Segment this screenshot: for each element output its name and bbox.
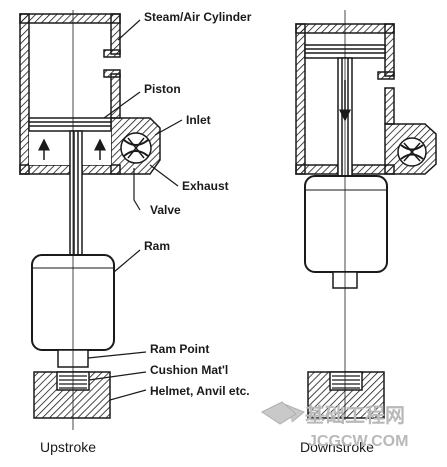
downstroke-assembly	[295, 10, 437, 420]
upstroke-piston-rod	[69, 130, 83, 256]
upstroke-pressure-arrows	[38, 138, 106, 160]
label-ram-point: Ram Point	[150, 342, 209, 356]
caption-upstroke: Upstroke	[40, 439, 96, 455]
upstroke-assembly	[19, 10, 161, 430]
label-inlet: Inlet	[186, 113, 211, 127]
label-ram: Ram	[144, 239, 170, 253]
label-cushion: Cushion Mat'l	[150, 363, 228, 377]
watermark-domain: JCGCW.COM	[308, 433, 408, 450]
downstroke-cushion	[329, 371, 363, 391]
labels: Steam/Air Cylinder Piston Inlet Exhaust …	[144, 10, 252, 398]
watermark-logo	[261, 401, 305, 425]
label-helmet: Helmet, Anvil etc.	[150, 384, 250, 398]
leader-lines	[87, 19, 183, 401]
label-exhaust: Exhaust	[182, 179, 229, 193]
upstroke-piston	[28, 117, 112, 132]
caption-downstroke: Downstroke	[300, 439, 374, 455]
label-piston: Piston	[144, 82, 181, 96]
label-cylinder: Steam/Air Cylinder	[144, 10, 252, 24]
label-valve: Valve	[150, 203, 181, 217]
watermark: 基础工程网 JCGCW.COM	[261, 401, 408, 450]
watermark-chinese: 基础工程网	[305, 404, 405, 427]
